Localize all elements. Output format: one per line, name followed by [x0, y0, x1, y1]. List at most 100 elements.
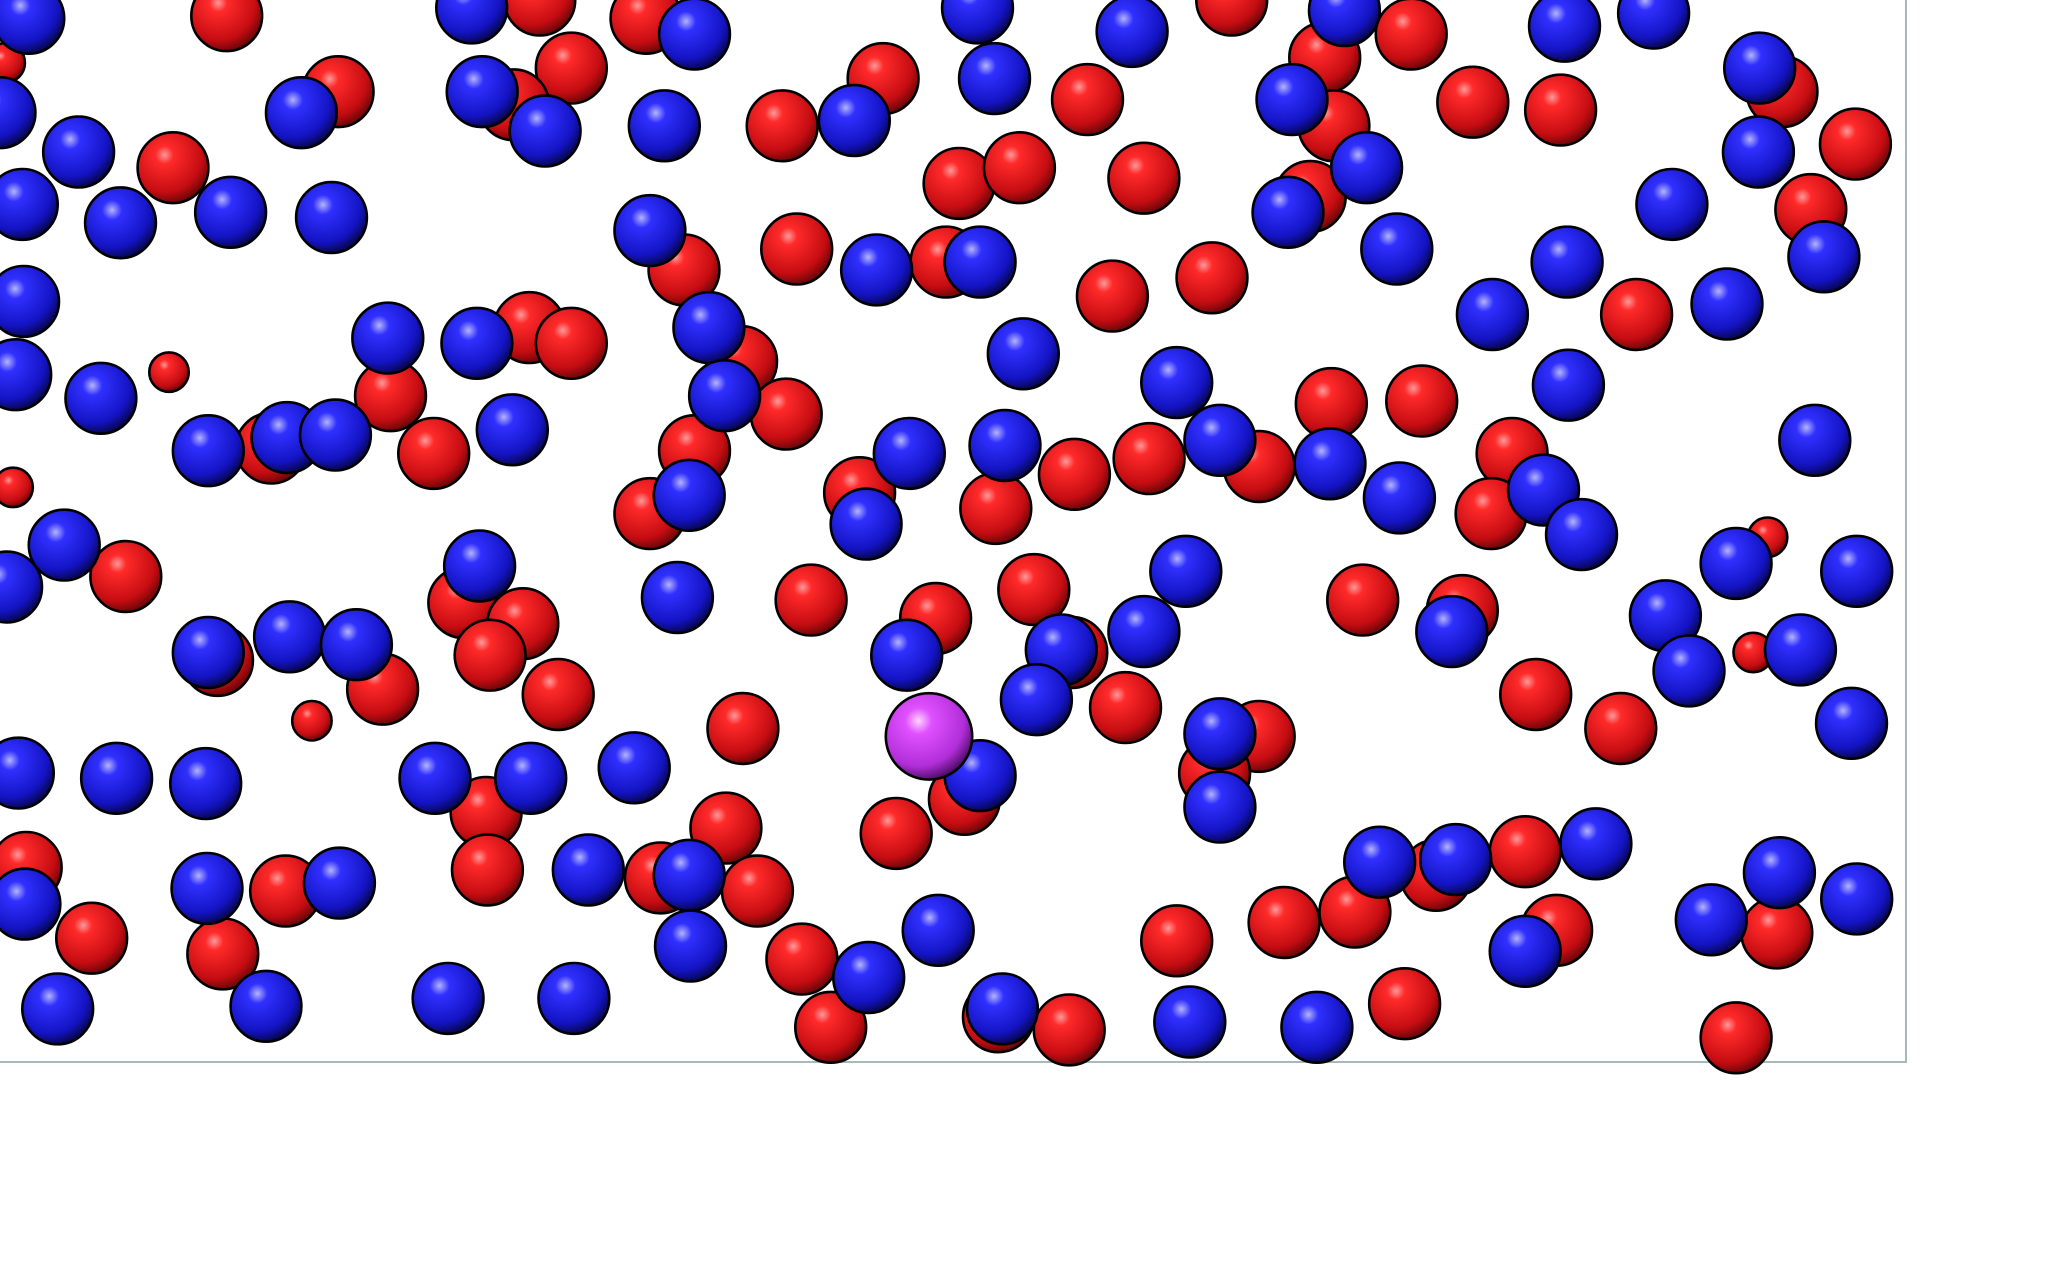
red-atom — [190, 0, 264, 53]
blue-atom — [0, 0, 66, 55]
blue-atom — [1153, 985, 1227, 1059]
blue-atom — [831, 940, 906, 1015]
blue-atom — [170, 851, 244, 926]
blue-atom — [302, 846, 377, 920]
blue-atom — [672, 290, 746, 365]
blue-atom — [435, 0, 509, 45]
red-atom — [1032, 993, 1106, 1067]
red-atom — [1584, 691, 1658, 766]
blue-atom — [83, 186, 158, 260]
blue-atom — [252, 600, 327, 674]
blue-atom — [986, 317, 1060, 391]
blue-atom — [1674, 883, 1749, 957]
blue-atom — [653, 909, 728, 983]
red-atom — [1488, 814, 1562, 889]
red-atom — [959, 471, 1033, 546]
small-red-atom — [0, 466, 35, 509]
red-atom — [1175, 241, 1249, 315]
blue-atom — [1559, 807, 1633, 881]
blue-atom — [398, 741, 472, 815]
blue-atom — [27, 508, 101, 582]
blue-atom — [1742, 835, 1817, 910]
blue-atom — [1722, 31, 1797, 105]
red-atom — [534, 31, 608, 105]
red-atom — [1523, 73, 1598, 147]
red-atom — [774, 563, 848, 637]
blue-atom — [597, 731, 671, 805]
red-atom — [54, 901, 129, 975]
blue-atom — [1616, 0, 1691, 50]
red-atom — [453, 618, 527, 692]
violet-atom — [884, 691, 974, 781]
blue-atom — [652, 458, 726, 532]
blue-atom — [829, 487, 903, 561]
blue-atom — [1342, 825, 1417, 899]
red-atom — [1699, 1001, 1773, 1075]
blue-atom — [0, 338, 53, 412]
blue-atom — [965, 972, 1040, 1046]
red-atom — [1325, 563, 1400, 637]
blue-atom — [445, 54, 519, 129]
blue-atom — [1699, 526, 1773, 601]
blue-atom — [1095, 0, 1169, 69]
red-atom — [1818, 107, 1893, 181]
blue-atom — [351, 301, 425, 375]
blue-atom — [264, 75, 339, 150]
red-atom — [1247, 885, 1321, 960]
blue-atom — [1763, 613, 1838, 687]
red-atom — [765, 922, 839, 996]
blue-atom — [1531, 348, 1606, 422]
blue-atom — [1280, 990, 1354, 1065]
red-atom — [759, 212, 834, 286]
red-atom — [1139, 904, 1214, 978]
blue-atom — [494, 741, 568, 815]
blue-atom — [652, 838, 726, 912]
blue-atom — [657, 0, 732, 71]
red-atom — [706, 691, 780, 766]
blue-atom — [1183, 697, 1257, 771]
blue-atom — [319, 607, 394, 682]
red-atom — [745, 89, 819, 163]
blue-atom — [64, 361, 138, 435]
red-atom — [859, 796, 933, 871]
blue-atom — [298, 398, 373, 472]
blue-atom — [640, 560, 715, 635]
blue-atom — [1787, 220, 1861, 294]
blue-atom — [20, 972, 95, 1046]
blue-atom — [1255, 62, 1329, 137]
blue-atom — [1635, 167, 1709, 242]
blue-atom — [440, 306, 514, 380]
blue-atom — [0, 264, 61, 339]
blue-atom — [1721, 115, 1796, 189]
blue-atom — [0, 76, 37, 150]
red-atom — [89, 539, 163, 614]
blue-atom — [1819, 534, 1894, 608]
blue-atom — [943, 225, 1017, 299]
blue-atom — [475, 393, 549, 467]
small-red-atom — [148, 351, 191, 394]
blue-atom — [1778, 403, 1852, 477]
blue-atom — [1183, 770, 1257, 844]
blue-atom — [1307, 0, 1382, 48]
red-atom — [1374, 0, 1448, 71]
blue-atom — [0, 550, 44, 624]
blue-atom — [817, 83, 891, 158]
blue-atom — [411, 961, 485, 1036]
blue-atom — [627, 89, 701, 163]
red-atom — [793, 990, 868, 1065]
red-atom — [1599, 277, 1674, 352]
blue-atom — [193, 175, 268, 249]
blue-atom — [1544, 497, 1619, 572]
red-atom — [1498, 657, 1573, 732]
blue-atom — [1149, 534, 1223, 608]
blue-atom — [839, 233, 914, 307]
blue-atom — [442, 529, 517, 603]
red-atom — [534, 306, 608, 380]
blue-atom — [1251, 175, 1325, 249]
blue-atom — [0, 736, 55, 810]
small-red-atom — [290, 699, 333, 742]
blue-atom — [1293, 427, 1367, 501]
blue-atom — [41, 115, 116, 189]
red-atom — [1436, 65, 1510, 139]
